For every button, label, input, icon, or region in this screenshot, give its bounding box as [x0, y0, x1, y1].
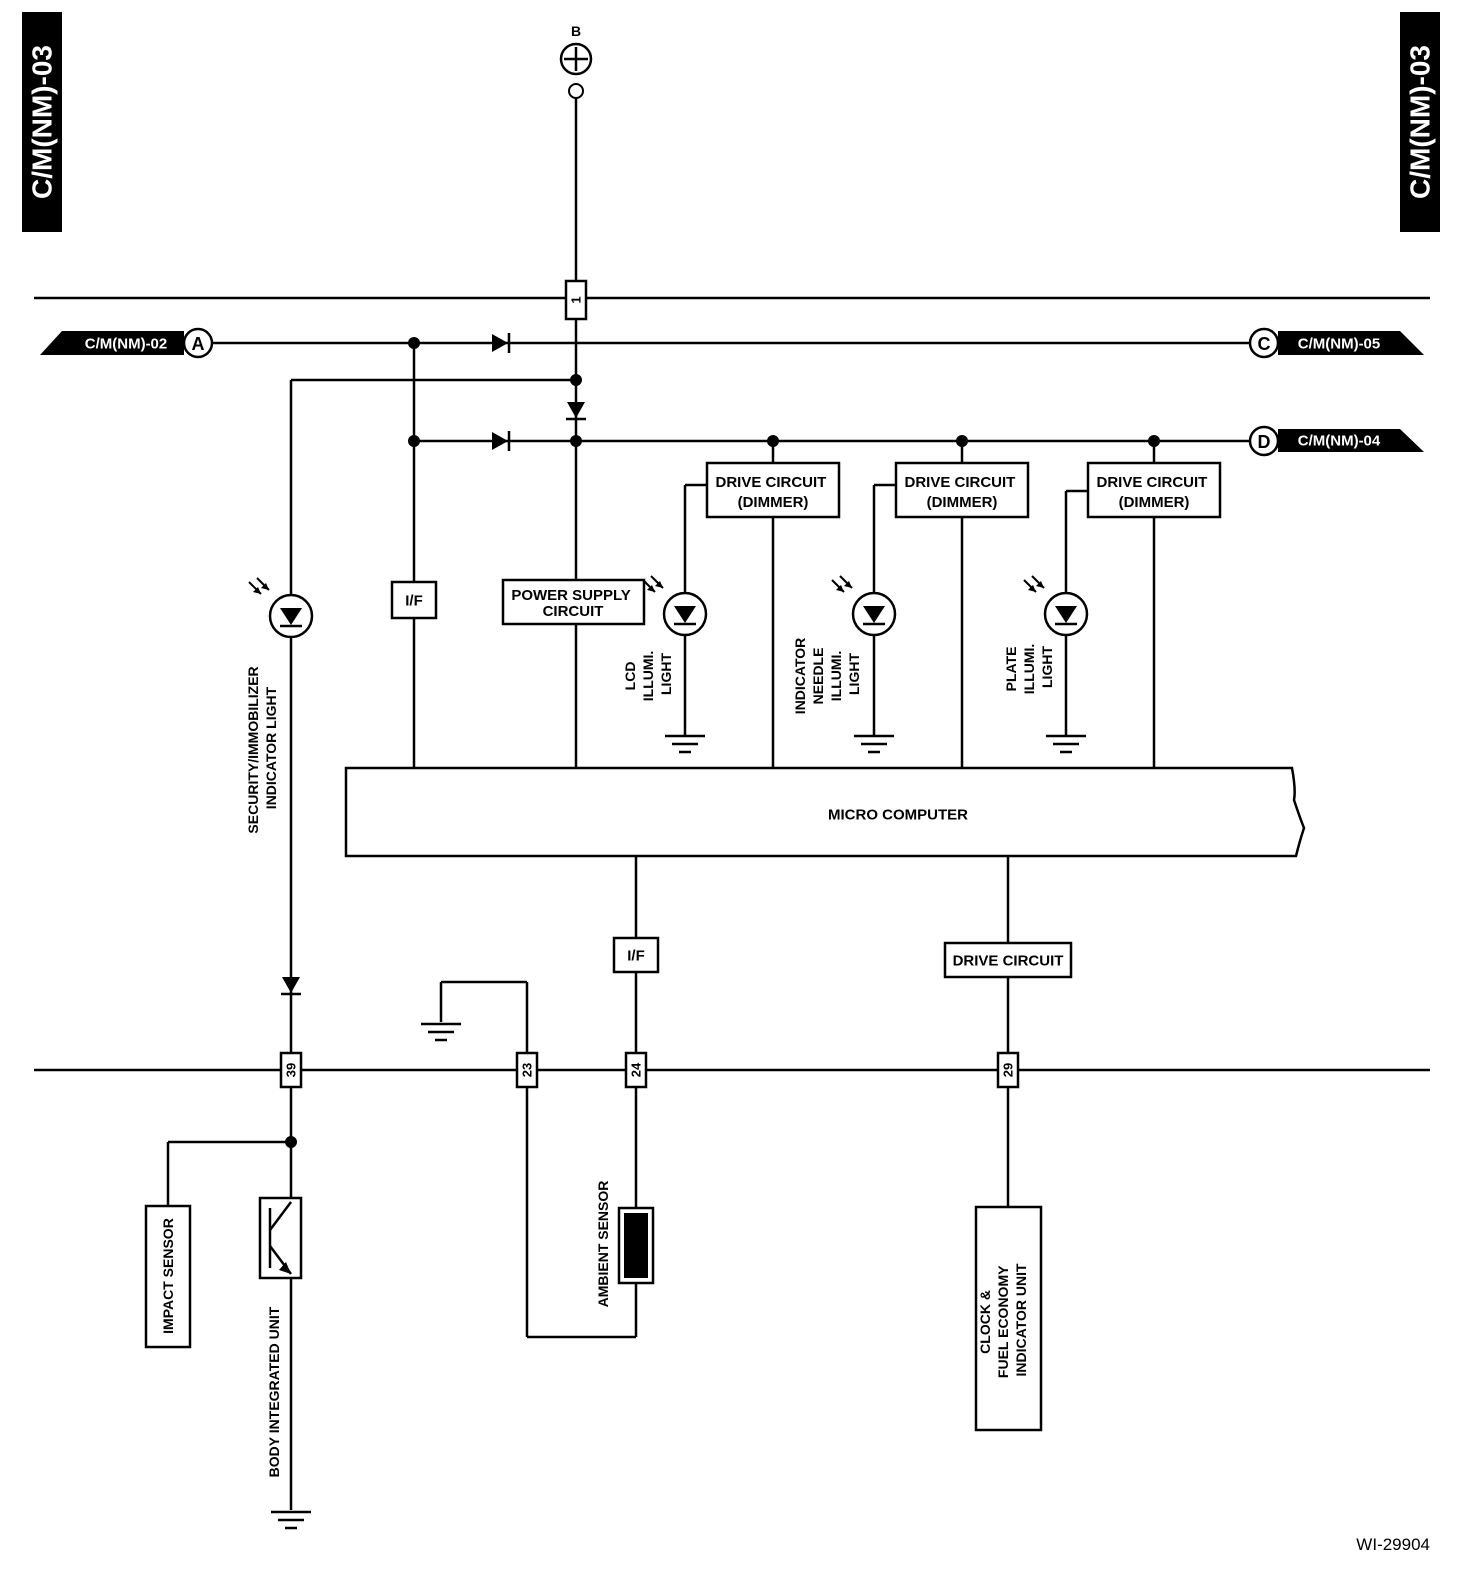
ground-icon — [269, 1510, 313, 1530]
svg-text:CLOCK & FUEL ECONOMY: CLOCK & FUEL ECONOMY INDICATOR UNIT — [977, 1262, 1029, 1378]
lcd-illumination-led-icon — [641, 574, 708, 637]
svg-text:IMPACT SENSOR: IMPACT SENSOR — [160, 1218, 176, 1334]
ground-icon — [1044, 734, 1088, 754]
micro-computer-block: MICRO COMPUTER — [344, 766, 1306, 858]
impact-sensor: IMPACT SENSOR — [144, 1204, 192, 1349]
svg-text:MICRO COMPUTER: MICRO COMPUTER — [828, 807, 968, 824]
svg-text:C/M(NM)-02: C/M(NM)-02 — [85, 336, 168, 353]
dimmer-wiring — [683, 483, 1156, 768]
diode-icon — [490, 331, 511, 355]
lcd-illumination-label: LCD ILLUMI. LIGHT — [622, 647, 674, 702]
transistor-icon — [258, 1196, 303, 1280]
svg-text:I/F: I/F — [405, 593, 423, 610]
dimmer-drive-circuit-3: DRIVE CIRCUIT (DIMMER) — [1086, 461, 1222, 519]
svg-text:B: B — [571, 23, 581, 39]
svg-text:A: A — [192, 334, 205, 354]
page-tag-right: C/M(NM)-03 — [1400, 12, 1440, 232]
power-supply-circuit-block: POWER SUPPLY CIRCUIT — [501, 578, 646, 626]
needle-illumination-led-icon — [830, 574, 897, 637]
ambient-sensor-label: AMBIENT SENSOR — [595, 1181, 611, 1308]
security-indicator-label: SECURITY/IMMOBILIZER INDICATOR LIGHT — [245, 662, 279, 833]
interface-block-lower: I/F — [612, 936, 660, 974]
svg-text:SECURITY/IMMOBILIZER IND: SECURITY/IMMOBILIZER INDICATOR LIGHT — [245, 662, 279, 833]
plate-illumination-led-icon — [1022, 574, 1089, 637]
security-indicator-led-icon — [247, 576, 314, 639]
ground-icon — [663, 734, 707, 754]
svg-text:1: 1 — [569, 296, 584, 303]
upper-wiring — [212, 337, 1250, 1053]
svg-text:BODY INTEGRATED UNIT: BODY INTEGRATED UNIT — [266, 1306, 282, 1477]
needle-illumination-label: INDICATOR NEEDLE ILLUMI. LIGHT — [792, 634, 862, 714]
svg-text:24: 24 — [629, 1062, 644, 1077]
ground-icon — [852, 734, 896, 754]
interface-block-upper: I/F — [390, 580, 438, 620]
diode-icon — [279, 975, 303, 996]
svg-text:INDICATOR NEEDLE I: INDICATOR NEEDLE ILLUMI. LIGHT — [792, 634, 862, 714]
pin-24: 24 — [624, 1051, 648, 1089]
dimmer-drive-circuit-1: DRIVE CIRCUIT (DIMMER) — [705, 461, 841, 519]
pin-23: 23 — [515, 1051, 539, 1089]
svg-text:AMBIENT SENSOR: AMBIENT SENSOR — [595, 1181, 611, 1308]
ambient-sensor — [617, 1206, 655, 1285]
battery-plus-icon: B — [559, 23, 593, 99]
diode-icon — [490, 429, 511, 453]
ground-icon — [419, 1022, 463, 1042]
connector-a: C/M(NM)-02 A — [40, 327, 214, 359]
svg-text:C/M(NM)-04: C/M(NM)-04 — [1298, 433, 1381, 450]
svg-text:C/M(NM)-05: C/M(NM)-05 — [1298, 336, 1381, 353]
pin-1: 1 — [564, 279, 588, 321]
svg-text:C: C — [1258, 334, 1271, 354]
svg-text:29: 29 — [1001, 1063, 1016, 1077]
svg-text:DRIVE CIRCUIT (DIMMER): DRIVE CIRCUIT (DIMMER) — [904, 474, 1019, 511]
svg-text:DRIVE CIRCUIT (DIMMER): DRIVE CIRCUIT (DIMMER) — [715, 474, 830, 511]
connector-d: C/M(NM)-04 D — [1248, 425, 1424, 457]
drive-circuit-block: DRIVE CIRCUIT — [943, 941, 1073, 979]
svg-text:C/M(NM)-03: C/M(NM)-03 — [27, 45, 58, 199]
svg-text:LCD ILLUMI. LIGHT: LCD ILLUMI. LIGHT — [622, 647, 674, 701]
svg-text:23: 23 — [520, 1063, 535, 1077]
svg-text:DRIVE CIRCUIT (DIMMER): DRIVE CIRCUIT (DIMMER) — [1096, 474, 1211, 511]
plate-illumination-label: PLATE ILLUMI. LIGHT — [1003, 640, 1055, 695]
pin-39: 39 — [279, 1051, 303, 1089]
svg-text:I/F: I/F — [627, 948, 645, 965]
svg-text:POWER SUPPLY CIRCUIT: POWER SUPPLY CIRCUIT — [511, 587, 634, 620]
svg-text:DRIVE CIRCUIT: DRIVE CIRCUIT — [953, 953, 1064, 970]
svg-text:C/M(NM)-03: C/M(NM)-03 — [1405, 45, 1436, 199]
diode-icon — [564, 400, 588, 421]
svg-text:D: D — [1258, 432, 1271, 452]
figure-id: WI-29904 — [1356, 1535, 1430, 1554]
clock-fuel-economy-unit: CLOCK & FUEL ECONOMY INDICATOR UNIT — [974, 1205, 1043, 1432]
dimmer-drive-circuit-2: DRIVE CIRCUIT (DIMMER) — [894, 461, 1030, 519]
lower-wiring — [166, 856, 1010, 1510]
page-tag-left: C/M(NM)-03 — [22, 12, 62, 232]
pin-29: 29 — [996, 1051, 1020, 1089]
svg-text:PLATE ILLUMI. LIGH: PLATE ILLUMI. LIGHT — [1003, 640, 1055, 694]
svg-text:39: 39 — [284, 1063, 299, 1077]
body-integrated-unit-label: BODY INTEGRATED UNIT — [266, 1306, 282, 1477]
connector-c: C/M(NM)-05 C — [1248, 327, 1424, 359]
